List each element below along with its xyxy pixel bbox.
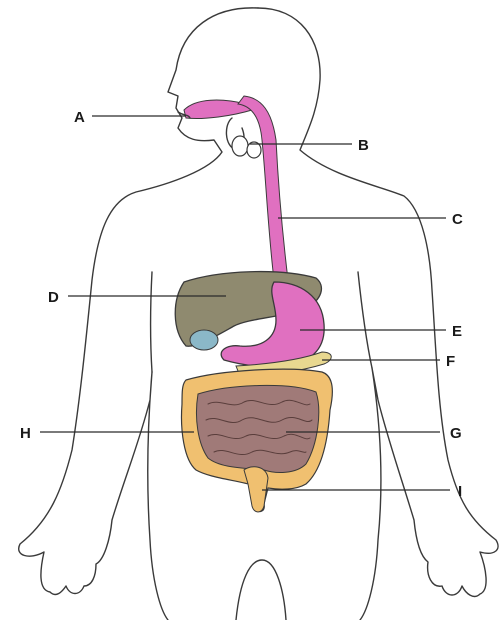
label-h: H: [20, 425, 31, 442]
crotch-line: [236, 560, 286, 620]
left-armpit-line: [151, 272, 153, 372]
label-c: C: [452, 211, 463, 228]
label-a: A: [74, 109, 85, 126]
salivary-gland: [232, 136, 248, 156]
label-i: I: [458, 483, 462, 500]
label-d: D: [48, 289, 59, 306]
label-g: G: [450, 425, 462, 442]
label-b: B: [358, 137, 369, 154]
label-f: F: [446, 353, 455, 370]
small-intestine: [196, 385, 318, 472]
label-e: E: [452, 323, 462, 340]
rectum: [244, 467, 268, 512]
gallbladder: [190, 330, 218, 350]
esophagus: [238, 96, 288, 280]
right-armpit-line: [358, 272, 372, 368]
